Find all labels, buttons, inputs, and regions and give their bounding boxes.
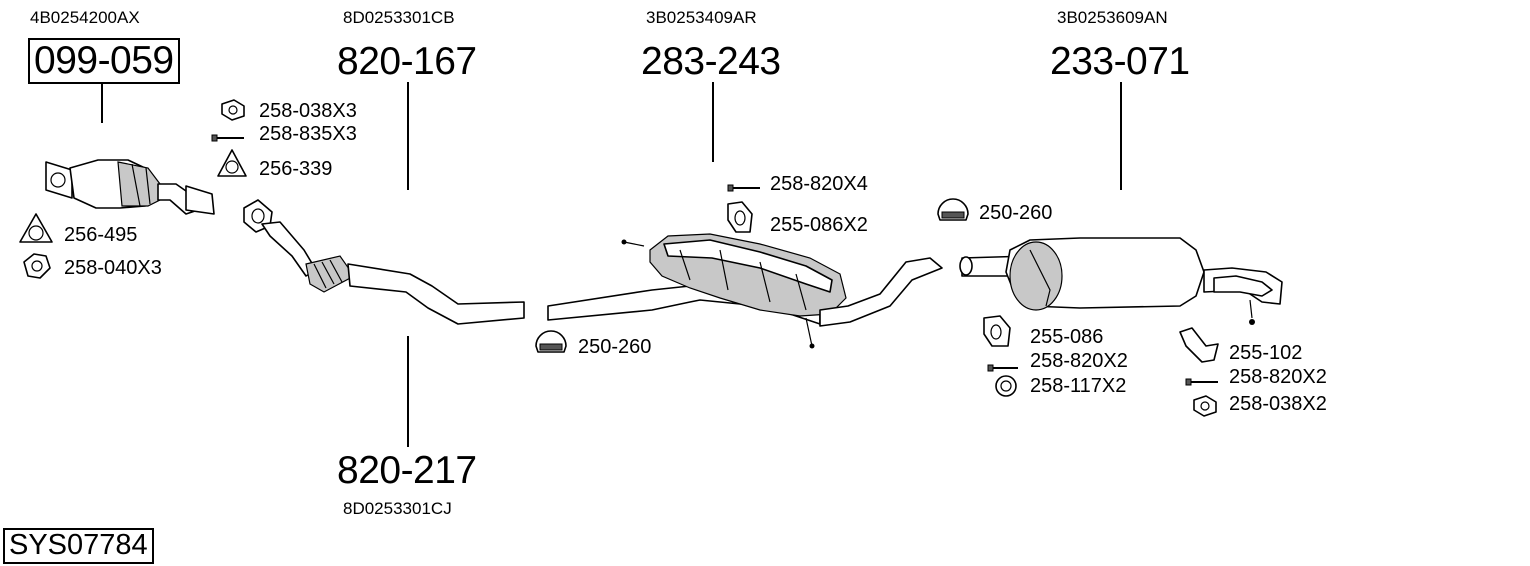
accessory-label-rear-ring: 258-117X2 — [1030, 375, 1127, 397]
oe-number-front-pipe: 8D0253301CB — [343, 8, 455, 27]
oe-number-cat: 4B0254200AX — [30, 8, 140, 27]
bolt-icon — [987, 364, 1018, 372]
accessory-label-rear-bolt-a: 258-820X2 — [1030, 350, 1128, 372]
catalytic-converter-icon — [45, 159, 215, 215]
accessory-label-cat-bolt: 258-835X3 — [259, 123, 357, 145]
hanger-icon — [727, 201, 753, 233]
rear-silencer-icon — [959, 237, 1283, 325]
accessory-label-front-nut: 258-040X3 — [64, 257, 162, 279]
accessory-label-mid-bolt: 258-820X4 — [770, 173, 868, 195]
oe-number-rear-silencer: 3B0253609AN — [1057, 8, 1168, 27]
front-pipe-icon — [243, 199, 525, 325]
oe-number-middle-silencer: 3B0253409AR — [646, 8, 757, 27]
accessory-label-rear-bolt-b: 258-820X2 — [1229, 366, 1327, 388]
accessory-label-cat-gasket: 256-339 — [259, 158, 333, 180]
accessory-label-cat-nut: 258-038X3 — [259, 100, 357, 122]
bolt-icon — [1185, 378, 1218, 386]
nut-icon — [1193, 395, 1217, 417]
ring-icon — [995, 375, 1017, 397]
part-number-rear-silencer: 233-071 — [1050, 40, 1190, 83]
hanger-icon — [983, 315, 1011, 347]
part-number-middle-silencer: 283-243 — [641, 40, 781, 83]
accessory-label-rear-hanger: 255-086 — [1030, 326, 1104, 348]
gasket-icon — [19, 213, 53, 243]
nut-icon — [221, 99, 245, 121]
part-number-front-pipe-lower: 820-217 — [337, 449, 477, 492]
accessory-label-rear-nut: 258-038X2 — [1229, 393, 1327, 415]
middle-silencer-icon — [547, 233, 943, 349]
accessory-label-rear-bracket: 255-102 — [1229, 342, 1303, 364]
accessory-label-front-gasket: 256-495 — [64, 224, 138, 246]
bracket-icon — [1179, 327, 1219, 363]
oe-number-front-pipe-lower: 8D0253301CJ — [343, 499, 452, 518]
part-number-front-pipe: 820-167 — [337, 40, 477, 83]
gasket-icon — [217, 149, 247, 177]
nut-icon — [23, 253, 51, 279]
accessory-label-clamp-front: 250-260 — [578, 336, 652, 358]
bolt-icon — [211, 134, 244, 142]
bolt-icon — [727, 184, 760, 192]
clamp-icon — [937, 198, 969, 221]
clamp-icon — [535, 330, 567, 353]
accessory-label-clamp-rear: 250-260 — [979, 202, 1053, 224]
part-number-cat: 099-059 — [28, 38, 180, 84]
accessory-label-mid-hanger: 255-086X2 — [770, 214, 868, 236]
system-code: SYS07784 — [3, 528, 154, 564]
